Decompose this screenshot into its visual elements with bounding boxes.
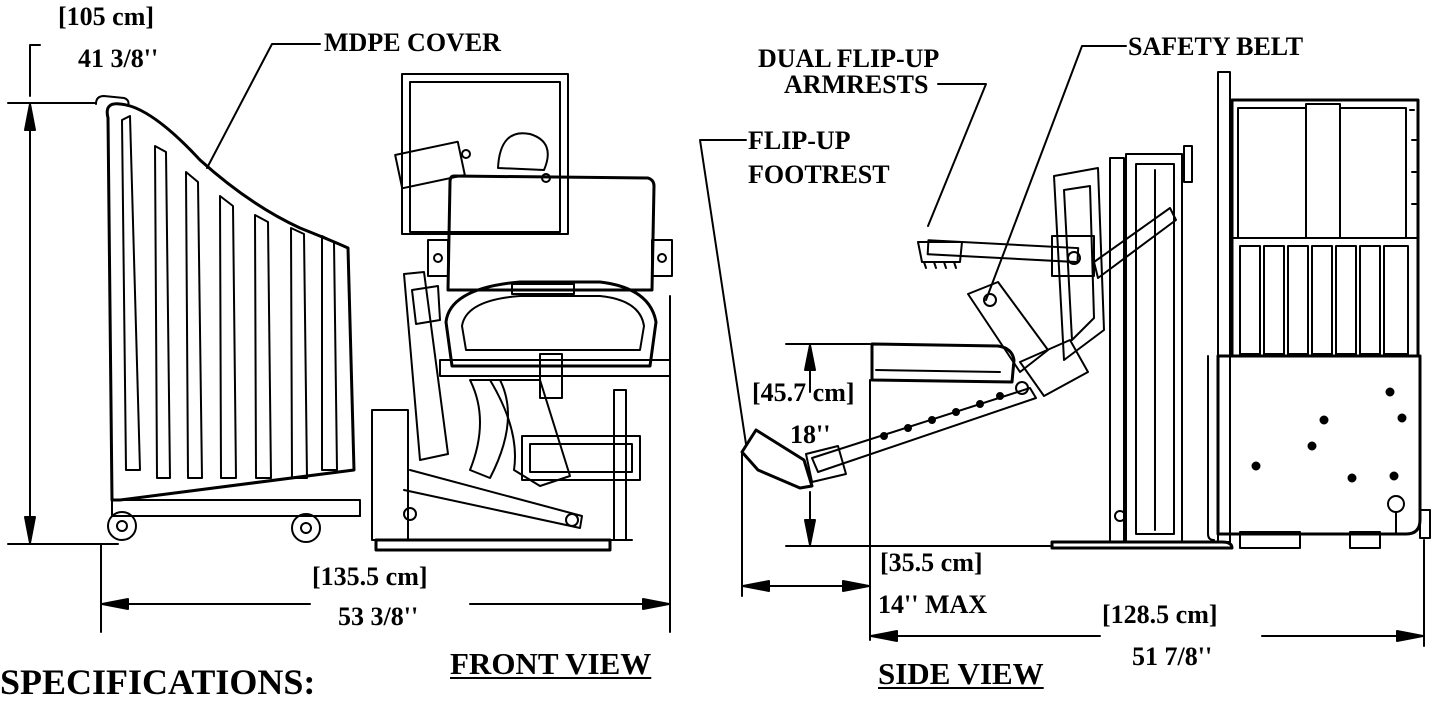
side-base-feet (1239, 531, 1381, 549)
front-width-dimension (100, 295, 671, 633)
seat-height-dimension (785, 343, 1051, 547)
side-view-title: SIDE VIEW (878, 656, 1044, 691)
seat-height-dimension-cm: [45.7 cm] (752, 378, 855, 407)
side-frame-shape (1207, 71, 1431, 543)
footrest-leader (699, 139, 747, 445)
side-width-dimension (870, 539, 1425, 647)
height-dimension-cm: [105 cm] (58, 2, 155, 31)
armrests-label-line1: DUAL FLIP-UP (758, 44, 940, 73)
height-dimension-inches: 41 3/8'' (78, 44, 159, 73)
footrest-label-line2: FOOTREST (748, 160, 890, 189)
front-chair-shape (371, 73, 673, 552)
front-view-title: FRONT VIEW (450, 646, 652, 681)
side-width-dimension-cm: [128.5 cm] (1102, 600, 1218, 629)
footrest-label-line1: FLIP-UP (748, 126, 851, 155)
side-view-drawing (699, 45, 1431, 647)
mdpe-cover-leader (206, 43, 321, 169)
armrests-label-line2: ARMRESTS (784, 70, 929, 99)
front-view-drawing (7, 43, 673, 633)
mdpe-cover-shape (95, 95, 361, 543)
mdpe-cover-label: MDPE COVER (324, 28, 501, 57)
side-base-plate (1050, 540, 1234, 550)
footrest-extension-cm: [35.5 cm] (880, 548, 983, 577)
safety-belt-label: SAFETY BELT (1128, 32, 1304, 61)
seat-height-dimension-inches: 18'' (790, 420, 831, 449)
front-height-dimension (7, 44, 119, 545)
footrest-extension-dimension (741, 379, 871, 641)
side-column-shape (1109, 145, 1193, 543)
front-width-dimension-cm: [135.5 cm] (312, 562, 428, 591)
safety-belt-leader (985, 45, 1127, 301)
front-width-dimension-inches: 53 3/8'' (338, 602, 419, 631)
side-chair-shape (740, 167, 1177, 490)
side-width-dimension-inches: 51 7/8'' (1132, 642, 1213, 671)
armrest-leader (927, 83, 987, 227)
specifications-heading: SPECIFICATIONS: (0, 662, 316, 702)
footrest-extension-inches: 14'' MAX (878, 590, 988, 619)
